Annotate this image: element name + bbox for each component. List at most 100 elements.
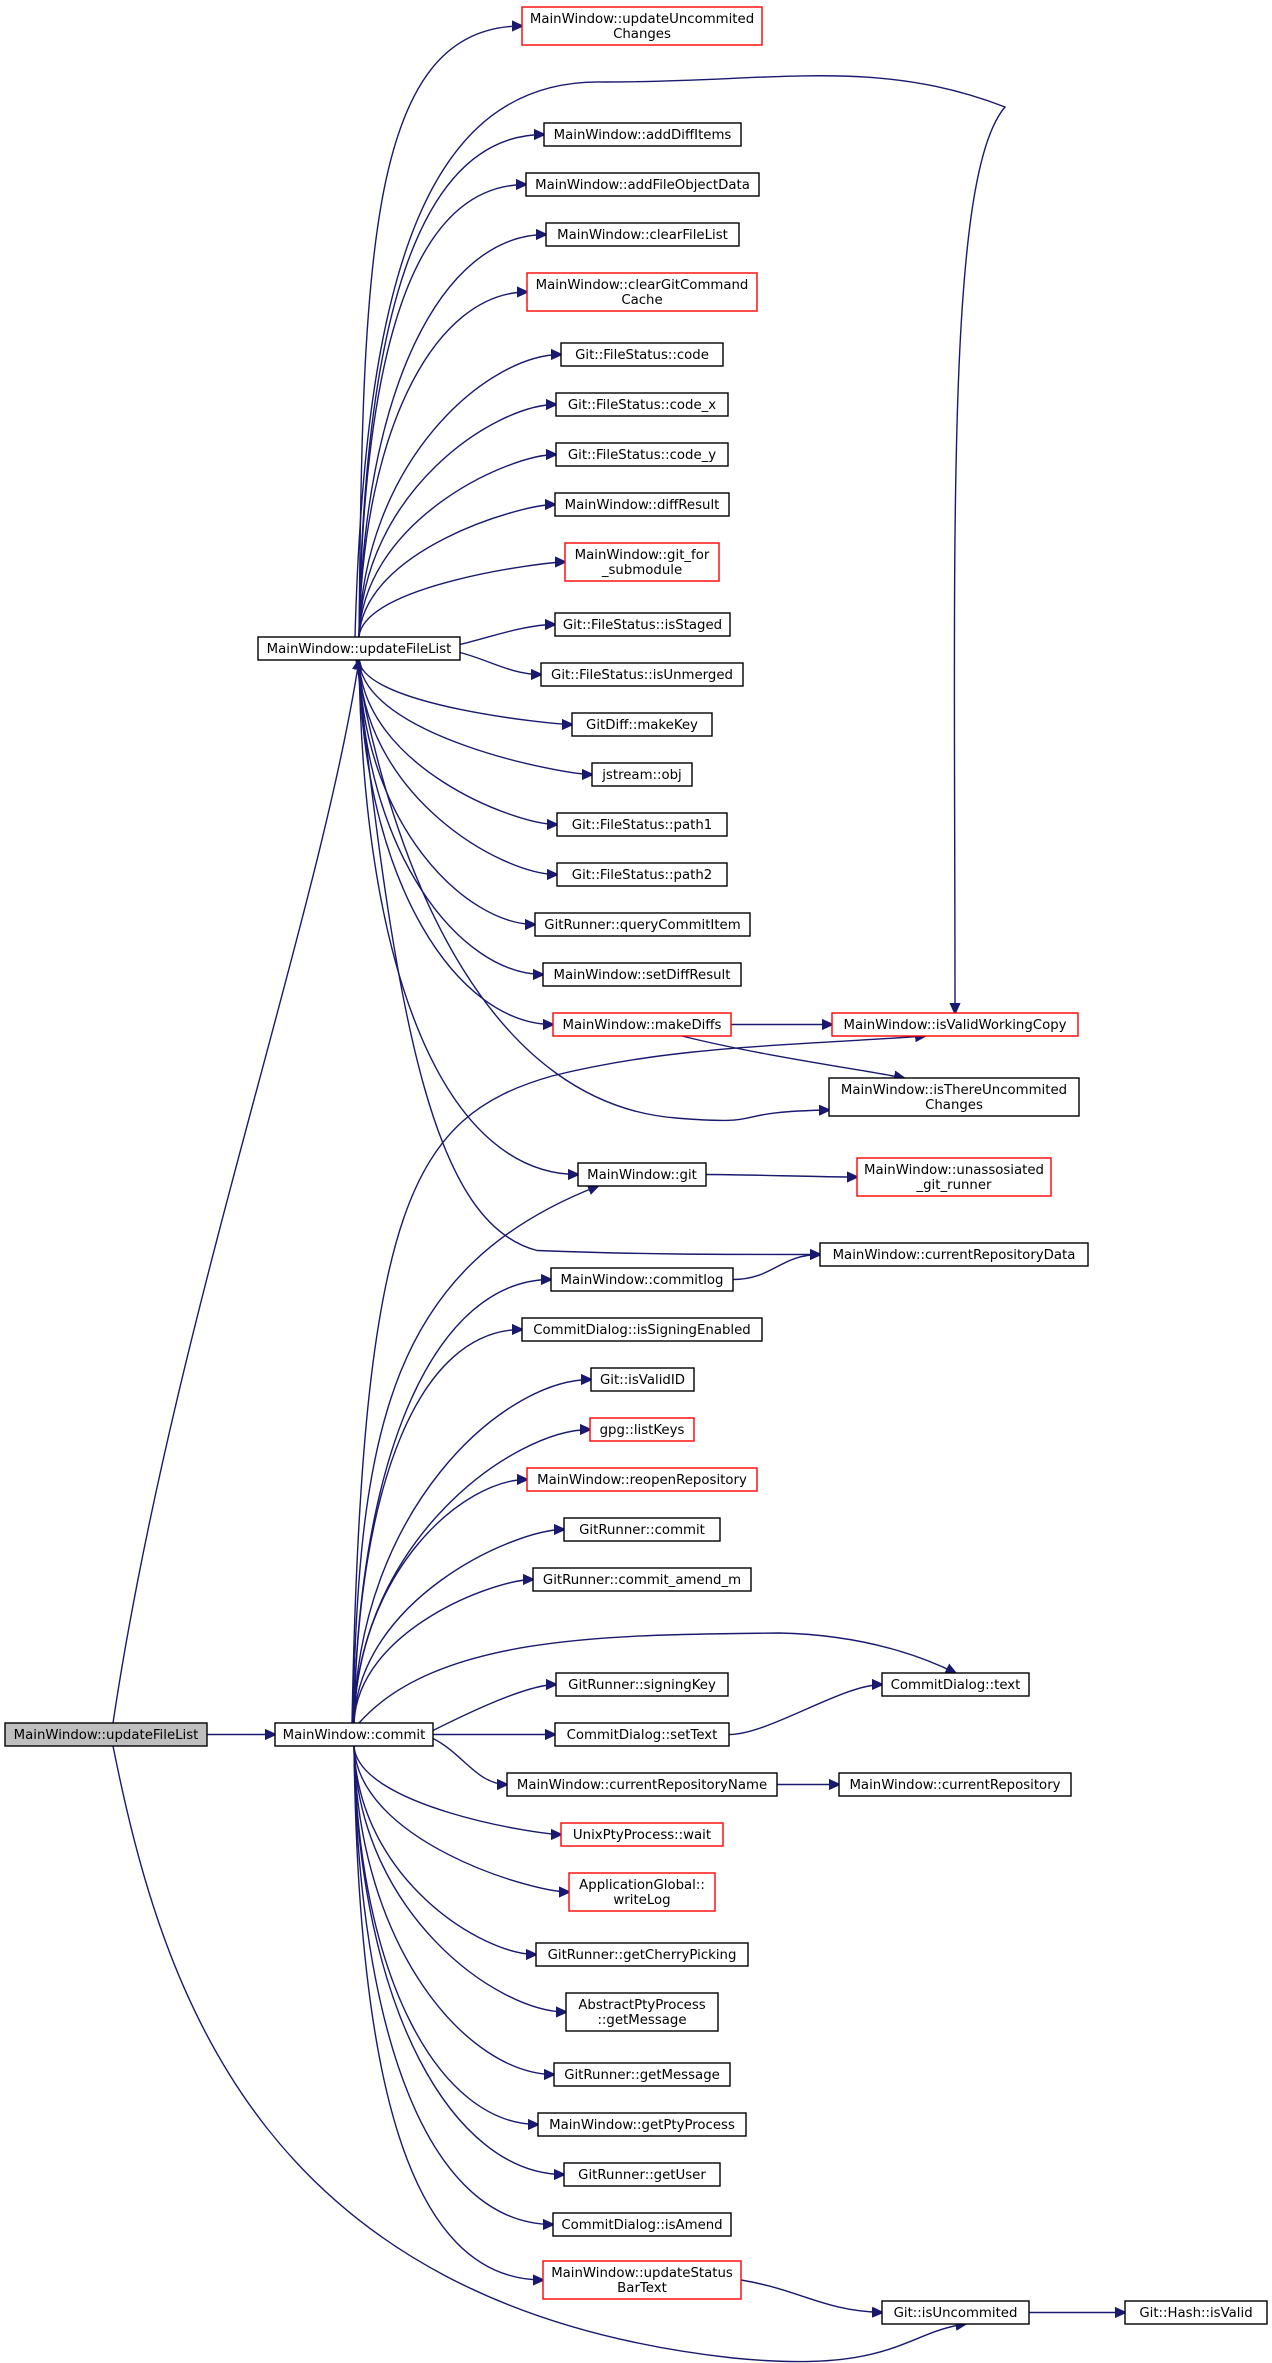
node-isUncommited[interactable]: Git::isUncommited [881,2300,1030,2325]
node-box [568,1872,716,1912]
node-fsIsUnmerged[interactable]: Git::FileStatus::isUnmerged [540,662,744,687]
node-label: CommitDialog::isSigningEnabled [533,1323,750,1338]
node-label: GitRunner::queryCommitItem [544,918,740,933]
node-root[interactable]: MainWindow::updateFileList [4,1722,208,1747]
node-currentRepository[interactable]: MainWindow::currentRepository [838,1772,1072,1797]
node-label: MainWindow::updateFileList [267,642,452,657]
node-signingKey[interactable]: GitRunner::signingKey [555,1672,729,1697]
node-unassosiated[interactable]: MainWindow::unassosiated_git_runner [856,1157,1052,1197]
node-fsIsStaged[interactable]: Git::FileStatus::isStaged [554,612,731,637]
node-fsCodeY[interactable]: Git::FileStatus::code_y [555,442,729,467]
node-box [537,2112,747,2137]
node-box [552,1012,732,1037]
edge-commit-to-aptyGetMessage [353,1745,566,2012]
node-box [532,1567,752,1592]
node-label: GitRunner::getMessage [564,2068,720,2083]
node-gitForSubmodule[interactable]: MainWindow::git_for_submodule [564,542,720,582]
node-makeKey[interactable]: GitDiff::makeKey [571,712,713,737]
node-label: MainWindow::makeDiffs [563,1018,722,1033]
node-jstreamObj[interactable]: jstream::obj [591,762,693,787]
edge-ufl-to-isThereUncommited [355,659,829,1122]
node-hashIsValid[interactable]: Git::Hash::isValid [1124,2300,1268,2325]
node-box [552,2212,732,2237]
node-listKeys[interactable]: gpg::listKeys [589,1417,695,1442]
node-cdSetText[interactable]: CommitDialog::setText [554,1722,730,1747]
node-grGetMessage[interactable]: GitRunner::getMessage [553,2062,731,2087]
node-label: Git::FileStatus::path2 [572,868,712,883]
node-label: MainWindow::isValidWorkingCopy [843,1018,1066,1033]
node-label: MainWindow::commit [283,1728,426,1743]
node-writeLog[interactable]: ApplicationGlobal::writeLog [568,1872,716,1912]
node-box [577,1162,707,1187]
node-grCommit[interactable]: GitRunner::commit [563,1517,721,1542]
node-isValidWorkingCopy[interactable]: MainWindow::isValidWorkingCopy [831,1012,1079,1037]
node-addFileObjectData[interactable]: MainWindow::addFileObjectData [525,172,760,197]
node-box [4,1722,208,1747]
edge-commit-to-grCommitAmend [353,1580,533,1724]
node-label: MainWindow::unassosiated [864,1163,1044,1178]
edge-commit-to-isValidID [353,1380,591,1724]
edge-commit-to-getUser [353,1745,564,2175]
node-label: MainWindow::isThereUncommited [841,1083,1067,1098]
node-currentRepositoryData[interactable]: MainWindow::currentRepositoryData [819,1242,1089,1267]
node-isValidID[interactable]: Git::isValidID [590,1367,695,1392]
node-box [565,1992,719,2032]
node-getUser[interactable]: GitRunner::getUser [563,2162,721,2187]
node-label: Changes [925,1098,983,1113]
node-unixWait[interactable]: UnixPtyProcess::wait [560,1822,724,1847]
node-box [563,2162,721,2187]
node-label: jstream::obj [601,768,682,783]
node-box [555,442,729,467]
node-addDiffItems[interactable]: MainWindow::addDiffItems [543,122,742,147]
node-commit[interactable]: MainWindow::commit [274,1722,434,1747]
node-box [560,1822,724,1847]
node-mwGit[interactable]: MainWindow::git [577,1162,707,1187]
node-fsPath2[interactable]: Git::FileStatus::path2 [556,862,728,887]
edge-ufl-to-fsIsUnmerged [459,651,541,675]
node-fsCodeX[interactable]: Git::FileStatus::code_x [555,392,729,417]
node-isAmend[interactable]: CommitDialog::isAmend [552,2212,732,2237]
node-commitlog[interactable]: MainWindow::commitlog [550,1267,734,1292]
node-makeDiffs[interactable]: MainWindow::makeDiffs [552,1012,732,1037]
node-isSigningEnabled[interactable]: CommitDialog::isSigningEnabled [521,1317,763,1342]
node-box [525,172,760,197]
node-getPtyProcess[interactable]: MainWindow::getPtyProcess [537,2112,747,2137]
node-diffResult[interactable]: MainWindow::diffResult [554,492,730,517]
edge-updateStatusBarText-to-isUncommited [740,2279,882,2313]
node-label: Git::FileStatus::code_x [568,398,716,413]
node-aptyGetMessage[interactable]: AbstractPtyProcess::getMessage [565,1992,719,2032]
node-label: MainWindow::diffResult [565,498,720,513]
node-setDiffResult[interactable]: MainWindow::setDiffResult [542,962,742,987]
node-box [535,1942,749,1967]
node-getCherryPicking[interactable]: GitRunner::getCherryPicking [535,1942,749,1967]
node-label: MainWindow::addFileObjectData [535,178,750,193]
node-box [555,392,729,417]
edge-cdSetText-to-cdText [728,1685,882,1736]
node-box [589,1417,695,1442]
node-ufl[interactable]: MainWindow::updateFileList [257,636,461,661]
edge-mwGit-to-unassosiated [705,1175,857,1178]
edge-ufl-to-makeDiffs [358,659,553,1025]
node-grCommitAmend[interactable]: GitRunner::commit_amend_m [532,1567,752,1592]
node-fsCode[interactable]: Git::FileStatus::code [560,342,724,367]
edge-commit-to-mwGit [352,1186,598,1724]
node-label: Cache [621,293,662,308]
node-label: MainWindow::commitlog [561,1273,724,1288]
node-label: UnixPtyProcess::wait [573,1828,711,1843]
node-queryCommitItem[interactable]: GitRunner::queryCommitItem [534,912,751,937]
node-box [563,1517,721,1542]
node-reopenRepository[interactable]: MainWindow::reopenRepository [526,1467,758,1492]
edge-commit-to-getCherryPicking [353,1745,536,1955]
edge-commit-to-commitlog [353,1280,551,1724]
node-label: MainWindow::currentRepository [849,1778,1060,1793]
node-fsPath1[interactable]: Git::FileStatus::path1 [556,812,728,837]
node-currentRepositoryName[interactable]: MainWindow::currentRepositoryName [506,1772,778,1797]
node-cdText[interactable]: CommitDialog::text [881,1672,1030,1697]
node-label: Git::FileStatus::code_y [568,448,716,463]
edge-commit-to-isSigningEnabled [353,1330,522,1724]
node-clearFileList[interactable]: MainWindow::clearFileList [545,222,740,247]
